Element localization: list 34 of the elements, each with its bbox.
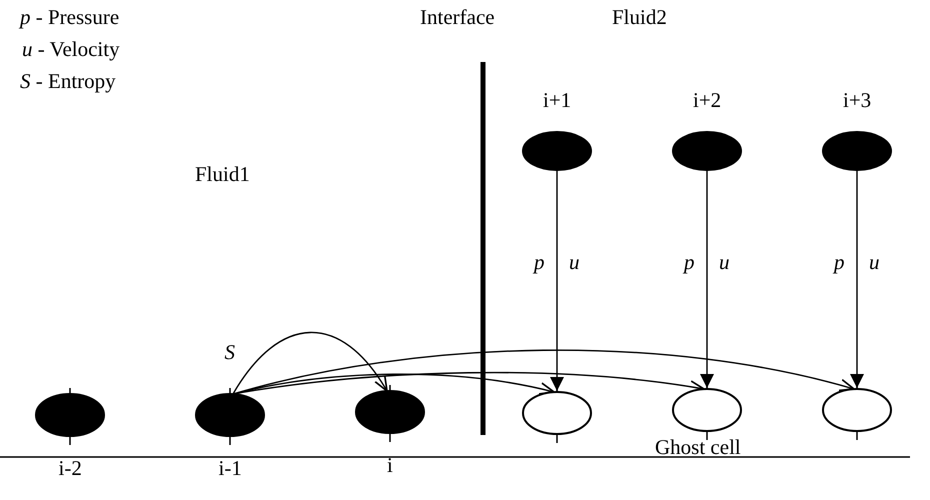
variable-label: p <box>834 251 844 274</box>
variable-label: p <box>534 251 544 274</box>
arrow <box>232 350 855 395</box>
region-label: Interface <box>420 6 495 30</box>
filled-cell-node <box>672 131 742 171</box>
region-label: Fluid1 <box>195 163 250 186</box>
arrow <box>232 332 388 394</box>
filled-cell-node <box>822 131 892 171</box>
variable-label: p <box>684 251 694 274</box>
filled-cell-node <box>522 131 592 171</box>
ghost-cell-node <box>522 391 592 435</box>
index-label: i+2 <box>693 88 722 112</box>
ghost-cell-node <box>672 388 742 432</box>
region-label: Fluid2 <box>612 6 667 30</box>
arrow <box>700 171 714 388</box>
variable-label: S <box>224 340 235 364</box>
legend-text: S - Entropy <box>20 70 116 94</box>
legend-text: u - Velocity <box>22 38 120 62</box>
filled-cell-node <box>35 393 105 437</box>
index-label: i <box>387 454 393 477</box>
variable-label: u <box>869 251 880 274</box>
filled-cell-node <box>355 390 425 434</box>
index-label: i-2 <box>58 456 82 480</box>
index-label: i+3 <box>843 88 872 112</box>
variable-label: u <box>719 251 730 274</box>
index-label: i+1 <box>543 88 572 112</box>
variable-label: u <box>569 251 580 274</box>
region-label: Ghost cell <box>655 436 741 460</box>
arrow <box>850 171 864 388</box>
index-label: i-1 <box>218 456 242 480</box>
filled-cell-node <box>195 393 265 437</box>
arrow <box>550 171 564 391</box>
ghost-cell-node <box>822 388 892 432</box>
legend-text: p - Pressure <box>20 6 120 30</box>
